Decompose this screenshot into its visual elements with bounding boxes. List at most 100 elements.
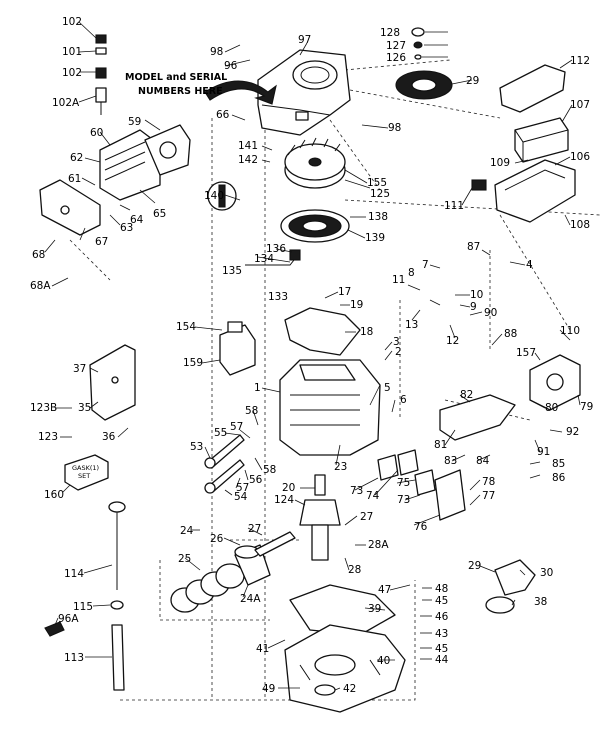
label-101: 101 (62, 46, 82, 58)
label-57: 57 (230, 421, 243, 433)
dipstick-114 (108, 501, 126, 590)
label-45-b: 45 (435, 643, 448, 655)
label-85: 85 (552, 458, 565, 470)
label-157: 157 (516, 347, 536, 359)
label-113: 113 (64, 652, 84, 664)
label-127: 127 (386, 40, 406, 52)
label-125: 125 (370, 188, 390, 200)
label-58: 58 (245, 405, 258, 417)
label-49: 49 (262, 683, 275, 695)
label-57-b: 57 (236, 482, 249, 494)
label-140: 140 (204, 190, 224, 202)
label-77: 77 (482, 490, 495, 502)
label-42: 42 (343, 683, 356, 695)
label-13: 13 (405, 319, 418, 331)
gasket-set-160: GASK(1) SET (64, 454, 109, 491)
label-139: 139 (365, 232, 385, 244)
label-82: 82 (460, 389, 473, 401)
gear-38 (485, 596, 515, 614)
leader-lines (44, 21, 581, 691)
label-108: 108 (570, 219, 590, 231)
ignition-cable-135 (245, 249, 301, 266)
label-88: 88 (504, 328, 517, 340)
label-20: 20 (282, 482, 295, 494)
label-39: 39 (368, 603, 381, 615)
label-81: 81 (434, 439, 447, 451)
oil-tube-113 (110, 600, 125, 691)
label-35: 35 (78, 402, 91, 414)
label-26: 26 (210, 533, 224, 545)
label-98: 98 (210, 46, 223, 58)
breather-plate-18 (284, 307, 361, 356)
label-43: 43 (435, 628, 448, 640)
label-28: 28 (348, 564, 361, 576)
air-cleaner-base-106 (494, 159, 576, 223)
label-56: 56 (249, 474, 263, 486)
label-67: 67 (95, 236, 108, 248)
label-27-b: 27 (360, 511, 373, 523)
label-107: 107 (570, 99, 590, 111)
label-37: 37 (73, 363, 86, 375)
label-90: 90 (484, 307, 497, 319)
label-68: 68 (32, 249, 45, 261)
label-61: 61 (68, 173, 81, 185)
bracket-67 (39, 179, 101, 236)
label-47: 47 (378, 584, 391, 596)
label-98-b: 98 (388, 122, 401, 134)
label-12: 12 (446, 335, 459, 347)
label-142: 142 (238, 154, 258, 166)
intake-gaskets-73-76 (377, 449, 466, 521)
label-3: 3 (393, 336, 400, 348)
gasket-set-line1: GASK(1) (72, 464, 99, 472)
label-115: 115 (73, 601, 93, 613)
label-17: 17 (338, 286, 351, 298)
label-136: 136 (266, 243, 286, 255)
label-25: 25 (178, 553, 191, 565)
label-60: 60 (90, 127, 103, 139)
part-140-detail (207, 181, 237, 211)
label-123: 123 (38, 431, 58, 443)
label-114: 114 (64, 568, 84, 580)
label-106: 106 (570, 151, 590, 163)
label-159: 159 (183, 357, 203, 369)
label-53: 53 (190, 441, 203, 453)
small-washers-126-128 (411, 27, 425, 60)
alignment-lines (69, 59, 601, 701)
label-128: 128 (380, 27, 400, 39)
label-29-b: 29 (468, 560, 481, 572)
label-102-b: 102 (62, 67, 82, 79)
label-73-b: 73 (397, 494, 410, 506)
cylinder-head-60 (99, 129, 161, 201)
gasket-set-line2: SET (78, 472, 90, 480)
flywheel-125 (284, 137, 346, 189)
part-111 (471, 179, 487, 191)
label-9: 9 (470, 301, 477, 313)
label-102A: 102A (52, 97, 80, 109)
governor-assembly-159 (219, 321, 256, 376)
label-141: 141 (238, 140, 258, 152)
label-138: 138 (368, 211, 388, 223)
label-112: 112 (570, 55, 590, 67)
label-126: 126 (386, 52, 406, 64)
label-160: 160 (44, 489, 64, 501)
label-24A: 24A (240, 593, 261, 605)
label-76: 76 (414, 521, 428, 533)
model-serial-arrow (204, 80, 277, 105)
valve-cap-parts-101-102 (95, 34, 107, 115)
label-133: 133 (268, 291, 288, 303)
oil-seal-42 (314, 684, 336, 696)
mounting-bracket-35 (89, 344, 136, 421)
governor-gear-30 (494, 559, 536, 596)
label-155: 155 (367, 177, 387, 189)
label-80: 80 (545, 402, 558, 414)
label-11: 11 (392, 274, 405, 286)
label-109: 109 (490, 157, 510, 169)
label-124: 124 (274, 494, 294, 506)
label-8: 8 (408, 267, 415, 279)
label-24: 24 (180, 525, 194, 537)
engine-block-1 (279, 359, 381, 456)
label-84: 84 (476, 455, 490, 467)
label-66: 66 (216, 109, 230, 121)
label-46: 46 (435, 611, 449, 623)
